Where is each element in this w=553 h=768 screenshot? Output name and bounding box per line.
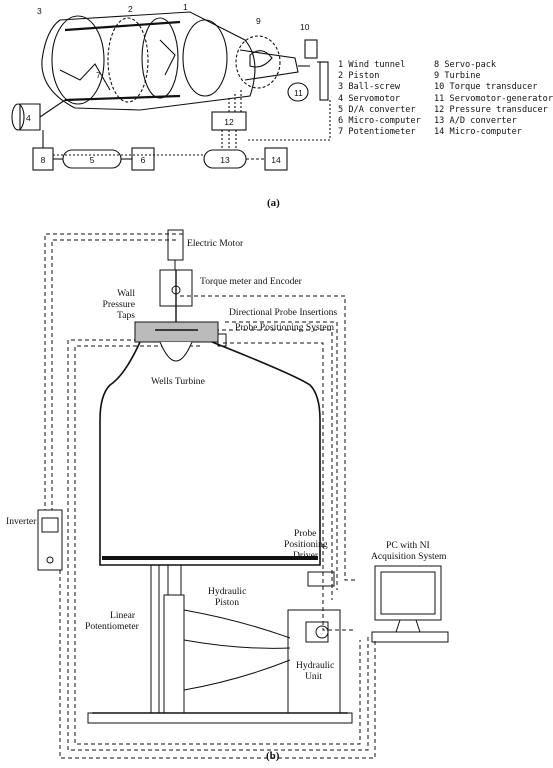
caption-a: (a) [267, 197, 280, 209]
hydraulic-piston-cylinder [163, 594, 185, 714]
linear-potentiometer-rod [150, 564, 160, 714]
pt-ad-lines [221, 130, 237, 150]
callout-11: 11 [294, 88, 303, 98]
tunnel-ring [182, 19, 228, 97]
legend-item: 6 Micro-computer [338, 116, 421, 127]
legend-item: 12 Pressure transducer [434, 104, 548, 115]
legend-column-right: 8 Servo-pack 9 Turbine 10 Torque transdu… [434, 60, 553, 138]
callout-12: 12 [224, 117, 234, 127]
figure-a-drawing [11, 11, 331, 171]
callout-8: 8 [41, 155, 46, 165]
turbine-duct [235, 35, 281, 89]
label-directional-probe: Directional Probe Insertions [229, 307, 338, 318]
callout-14: 14 [271, 155, 281, 165]
label-pc-1: PC with NI [386, 540, 430, 551]
tunnel-end-ring [51, 15, 105, 105]
label-electric-motor: Electric Motor [187, 238, 244, 249]
caption-b: (b) [266, 750, 280, 762]
label-linear-pot-1: Linear [110, 610, 136, 621]
turbine-hub [159, 341, 193, 362]
label-wall-1: Wall [117, 288, 135, 299]
label-hydraulic-unit-1: Hydraulic [296, 660, 335, 671]
legend-item: 1 Wind tunnel [338, 60, 406, 70]
box-14 [264, 147, 288, 171]
callout-10: 10 [300, 22, 310, 32]
ball-screw-bottom [64, 94, 181, 102]
callout-9: 9 [256, 16, 261, 26]
label-wall-2: Pressure [102, 299, 135, 310]
legend-item: 9 Turbine [434, 71, 481, 82]
servomotor-generator [287, 82, 309, 102]
callout-5: 5 [90, 155, 95, 165]
pc-monitor [374, 565, 442, 621]
legend-item: 13 A/D converter [434, 116, 517, 127]
encoder-disc [171, 285, 181, 295]
legend-item: 8 Servo-pack [434, 60, 497, 70]
generator-mount [319, 61, 329, 101]
legend-item: 2 Piston [338, 71, 380, 82]
legend-column-left: 1 Wind tunnel 2 Piston 3 Ball-screw 4 Se… [338, 60, 421, 138]
label-probe-driver-3: Driver [293, 550, 319, 561]
turbine-casing [134, 321, 219, 343]
legend-item: 7 Potentiometer [338, 127, 416, 138]
base-platform [87, 712, 353, 724]
pressure-lines [228, 90, 242, 112]
label-probe-driver-1: Probe [294, 528, 317, 539]
wind-tunnel-body [41, 11, 256, 111]
label-linear-pot-2: Potentiometer [85, 621, 139, 632]
piston-ring [141, 17, 179, 99]
label-inverter: Inverter [6, 516, 37, 527]
callout-6: 6 [141, 155, 146, 165]
label-pc-2: Acquisition System [371, 551, 447, 562]
transducer-lines [246, 100, 331, 141]
callout-7: 7 [96, 70, 101, 80]
figure-b-drawing [37, 229, 449, 759]
inverter-box [37, 509, 63, 571]
piston-ring-dashed [107, 17, 149, 103]
ball-screw-top [64, 20, 181, 32]
legend-item: 5 D/A converter [338, 104, 416, 115]
hydraulic-piston-rod [167, 564, 182, 596]
callout-2: 2 [128, 4, 133, 14]
torque-transducer-box [304, 39, 318, 59]
servomotor-face [11, 103, 25, 131]
probe-driver-box [307, 571, 335, 587]
legend-item: 3 Ball-screw [338, 82, 401, 93]
label-probe-driver-2: Positioning [284, 539, 328, 550]
callout-3: 3 [37, 6, 42, 16]
pc-keyboard [371, 631, 449, 643]
signal-wiring [44, 233, 376, 759]
legend-item: 11 Servomotor-generator [434, 93, 553, 104]
label-wall-3: Taps [117, 310, 135, 321]
turbine-rotor [249, 50, 273, 68]
servomotor-body [19, 103, 41, 131]
legend-item: 14 Micro-computer [434, 127, 522, 138]
callout-13: 13 [220, 155, 230, 165]
potentiometer-linkage [59, 63, 111, 91]
legend-item: 10 Torque transducer [434, 82, 538, 93]
figure-a-callouts: 3 2 1 9 10 7 4 11 12 8 5 6 13 14 [26, 2, 310, 165]
hydraulic-hoses [183, 609, 291, 691]
callout-4: 4 [26, 113, 31, 123]
label-hydraulic-piston-1: Hydraulic [208, 586, 247, 597]
legend-item: 4 Servomotor [338, 93, 401, 104]
piston-linkage [159, 39, 176, 76]
label-hydraulic-piston-2: Piston [215, 597, 239, 608]
label-hydraulic-unit-2: Unit [305, 671, 323, 682]
label-torque-meter: Torque meter and Encoder [200, 276, 302, 287]
callout-1: 1 [183, 2, 188, 12]
label-wells-turbine: Wells Turbine [151, 376, 205, 387]
label-probe-positioning-system: Probe Positioning System [235, 322, 335, 333]
pressure-tank [99, 341, 321, 566]
servomotor-link [39, 99, 66, 118]
